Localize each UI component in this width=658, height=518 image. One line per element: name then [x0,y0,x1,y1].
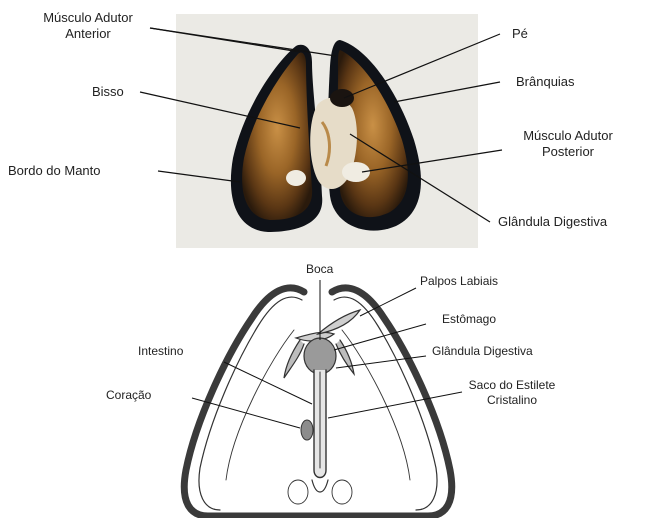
label-saco-do-estilete-line1: Saco do Estilete [462,378,562,393]
drawing-heart [301,420,313,440]
label-palpos-labiais: Palpos Labiais [420,274,498,289]
label-estomago: Estômago [442,312,496,327]
label-saco-do-estilete: Saco do Estilete Cristalino [462,378,562,408]
label-intestino: Intestino [138,344,183,359]
label-coracao: Coração [106,388,151,403]
drawing-stomach [304,338,336,374]
label-saco-do-estilete-line2: Cristalino [462,393,562,408]
label-boca: Boca [306,262,333,277]
label-glandula-digestiva-drawing: Glândula Digestiva [432,344,533,359]
